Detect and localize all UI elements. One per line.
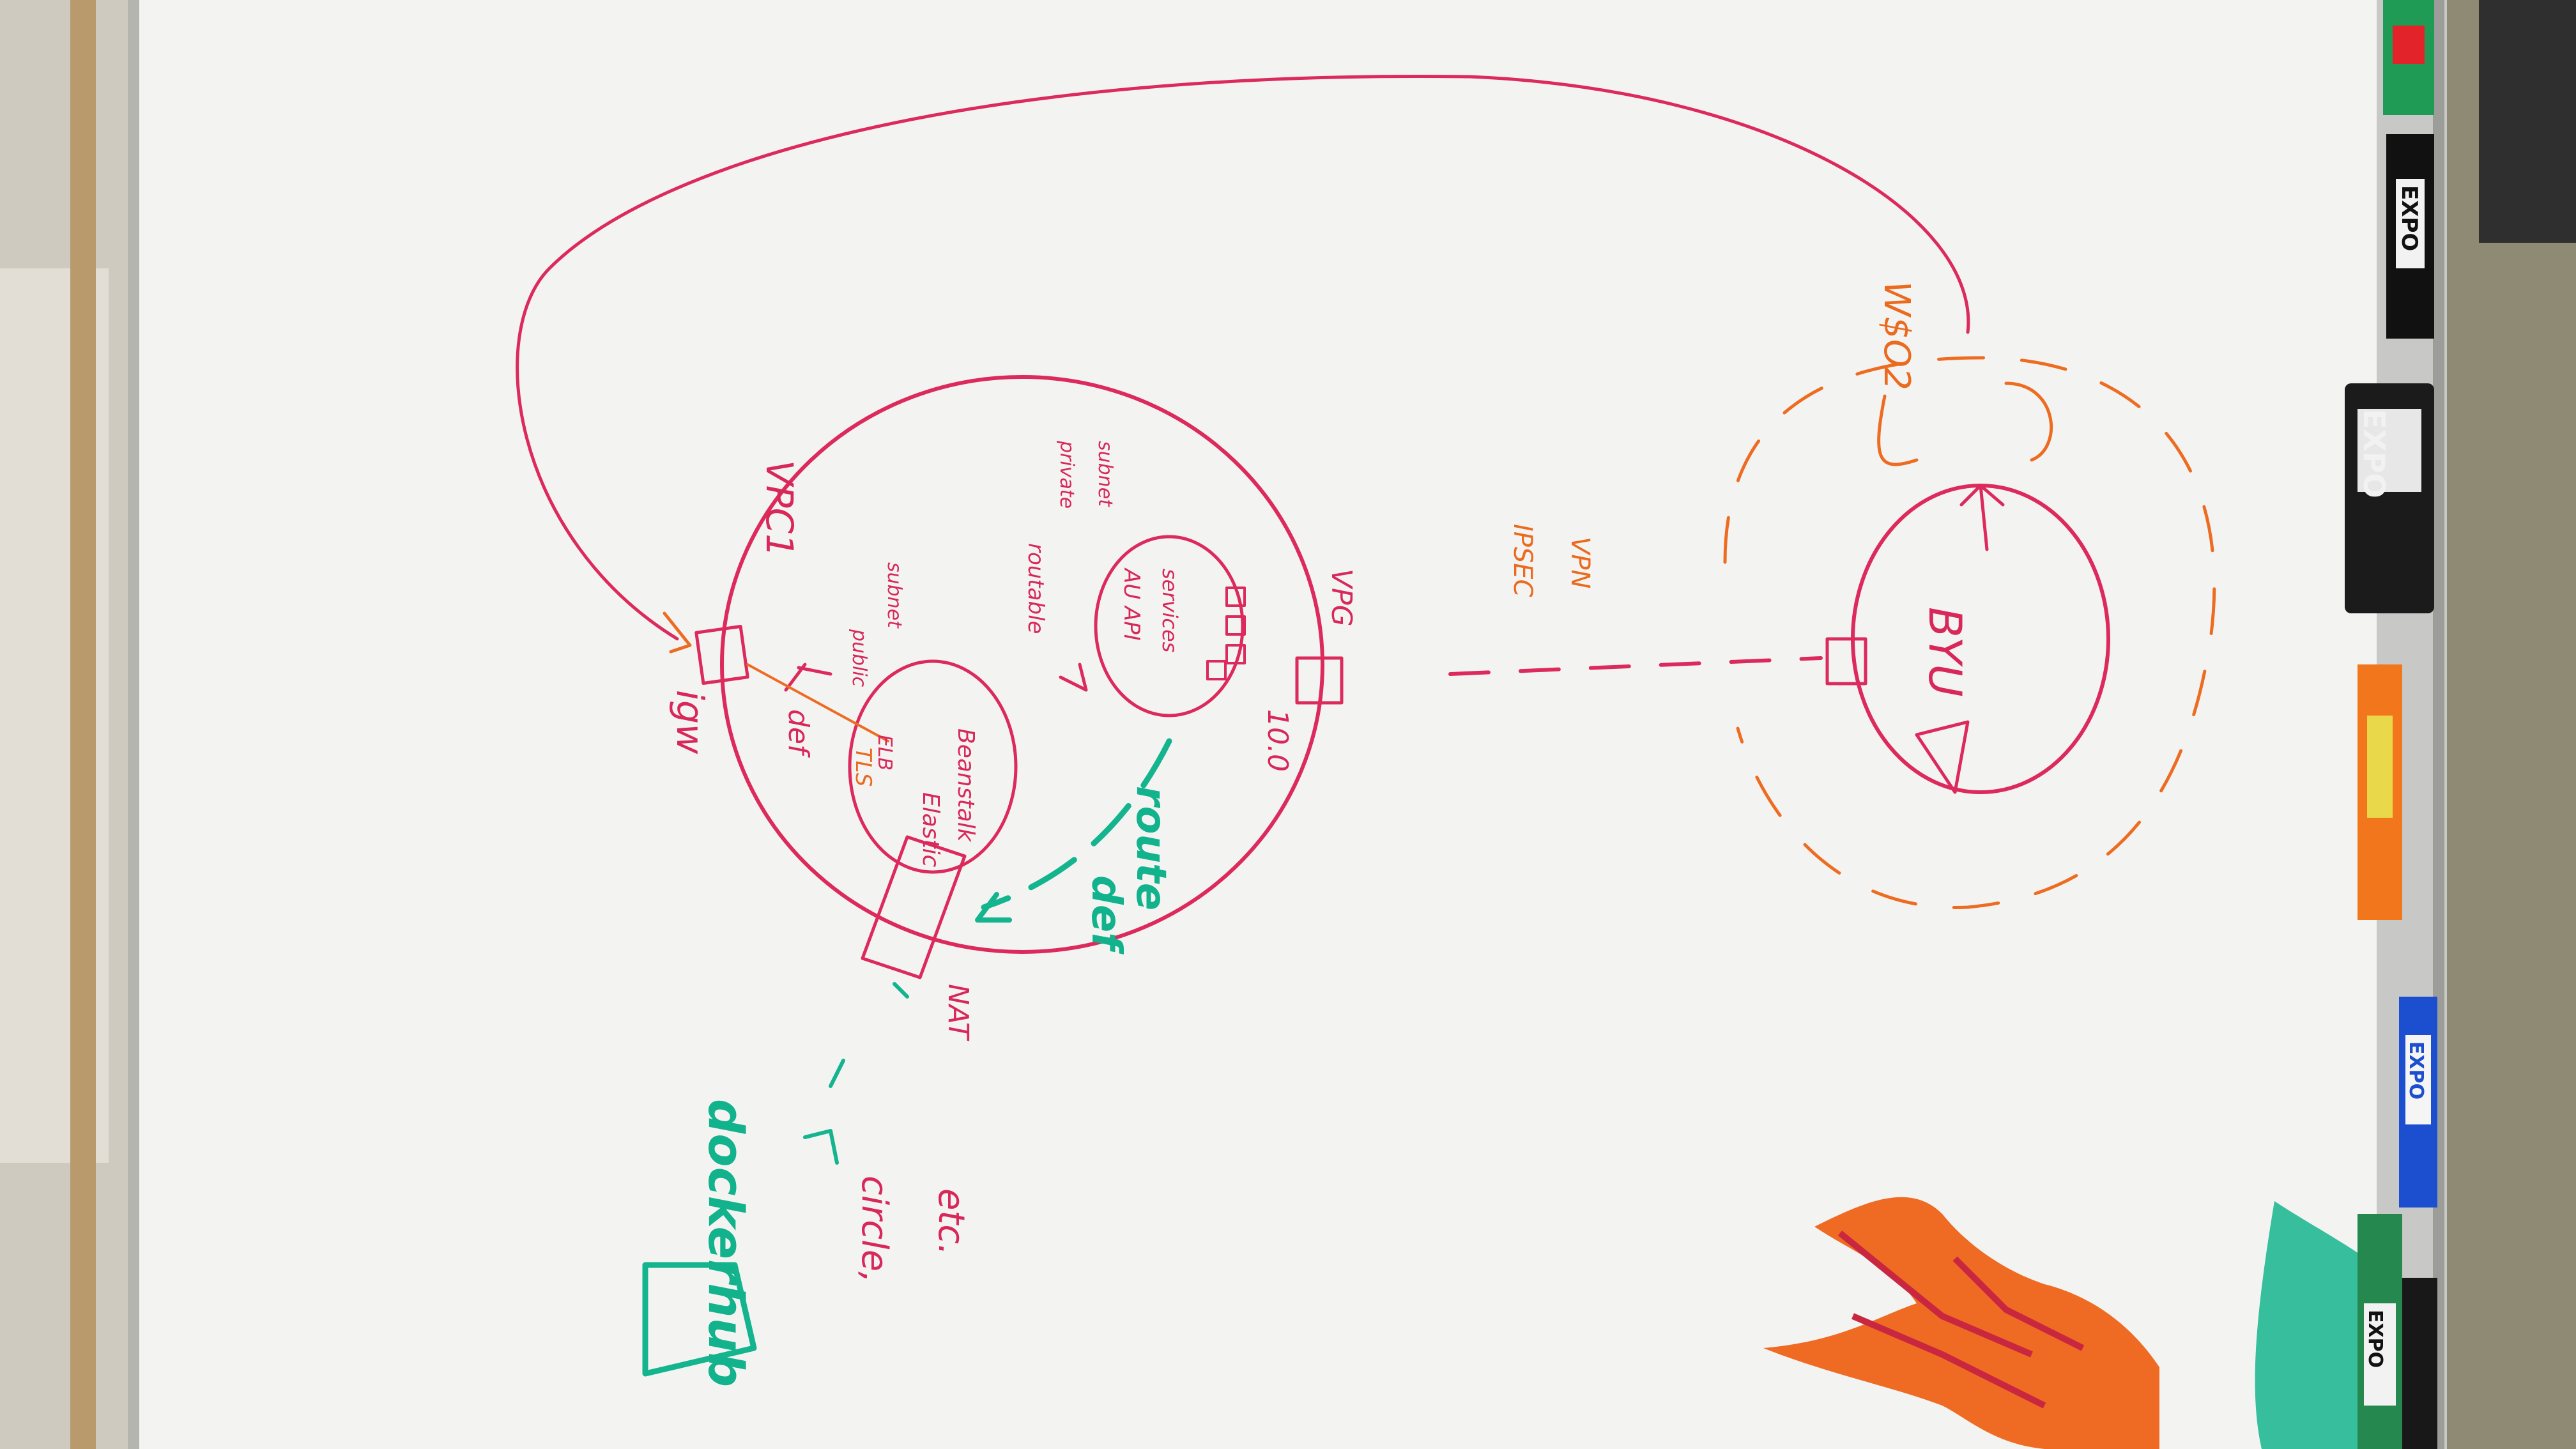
- whiteboard-frame-left: [128, 0, 139, 1449]
- brand-marker-blue: EXPO: [2405, 1041, 2427, 1100]
- public-subnet-circle: [848, 659, 1018, 874]
- doodle-flame: [1763, 1197, 2159, 1449]
- label-def-left: def: [782, 709, 815, 758]
- vpg-square: [1295, 656, 1344, 705]
- label-etc: etc.: [930, 1188, 972, 1255]
- label-def-route-1: def: [1082, 875, 1130, 954]
- marker-black-bottom: [2402, 1278, 2437, 1449]
- ipsec-dash-line: [1448, 656, 1823, 676]
- wall-strip: [70, 0, 96, 1449]
- igw-arrowhead: [663, 611, 692, 654]
- label-tls: TLS: [850, 747, 876, 786]
- dockerhub-dash: [803, 1059, 845, 1165]
- dockerhub-square: [642, 1262, 757, 1377]
- byu-triangle: [1915, 720, 1970, 794]
- label-vpg: VPG: [1325, 569, 1358, 627]
- label-public-subnet-1: public: [848, 629, 870, 687]
- label-au-api: AU API: [1119, 567, 1144, 641]
- igw-elb-line: [746, 663, 889, 742]
- label-services: services: [1158, 569, 1182, 652]
- def-route-dash: [981, 738, 1172, 910]
- routable-arrow: [1059, 663, 1088, 692]
- byu-square: [1825, 637, 1867, 686]
- vpc-circle: [720, 375, 1324, 954]
- whiteboard: [137, 0, 2431, 1449]
- label-w-o2: W$O2: [1876, 281, 1917, 390]
- vpc-loop-arc: [516, 75, 1970, 641]
- service-box-2: [1225, 615, 1246, 636]
- label-vpc: VPC1: [758, 460, 801, 557]
- service-box-1: [1225, 586, 1246, 607]
- def-route-tick: [893, 982, 909, 999]
- nat-box: [861, 835, 967, 979]
- brand-marker-green: EXPO: [2364, 1310, 2386, 1368]
- def-route-arrowhead: [975, 892, 1012, 923]
- brand-marker-black: EXPO: [2396, 185, 2422, 251]
- label-public-subnet-2: subnet: [883, 562, 905, 629]
- label-byu: BYU: [1919, 607, 1971, 697]
- marker-tray-lip: [2433, 0, 2444, 1449]
- label-dockerhub: dockerhub: [698, 1099, 755, 1387]
- label-vpn: VPN: [1565, 537, 1595, 588]
- service-box-4: [1206, 660, 1227, 680]
- label-private-subnet-1: private: [1055, 440, 1078, 509]
- byu-up-arrow: [1959, 484, 2005, 551]
- label-nat: NAT: [942, 984, 974, 1041]
- label-igw: igw: [668, 690, 712, 755]
- label-beanstalk: Beanstalk: [953, 728, 979, 843]
- label-ip-range: 10.0: [1261, 709, 1294, 772]
- w-o2-outer-ring: [1723, 356, 2216, 909]
- label-circle: circle,: [854, 1176, 895, 1283]
- label-private-subnet-2: subnet: [1094, 441, 1116, 507]
- igw-square: [694, 625, 749, 685]
- marker-tray-items: [2345, 0, 2437, 1449]
- label-elb: ELB: [873, 735, 896, 770]
- doodle-green: [2255, 1201, 2389, 1449]
- service-box-3: [1225, 644, 1246, 664]
- dark-object: [2479, 0, 2576, 243]
- label-routable: routable: [1023, 543, 1048, 634]
- label-ipsec: IPSEC: [1508, 524, 1537, 597]
- w-o2-box: [1877, 381, 2053, 466]
- label-def-route-2: route: [1127, 786, 1174, 910]
- label-elastic: Elastic: [917, 792, 944, 868]
- private-subnet-circle: [1094, 535, 1245, 717]
- brand-eraser: EXPO: [2357, 409, 2391, 498]
